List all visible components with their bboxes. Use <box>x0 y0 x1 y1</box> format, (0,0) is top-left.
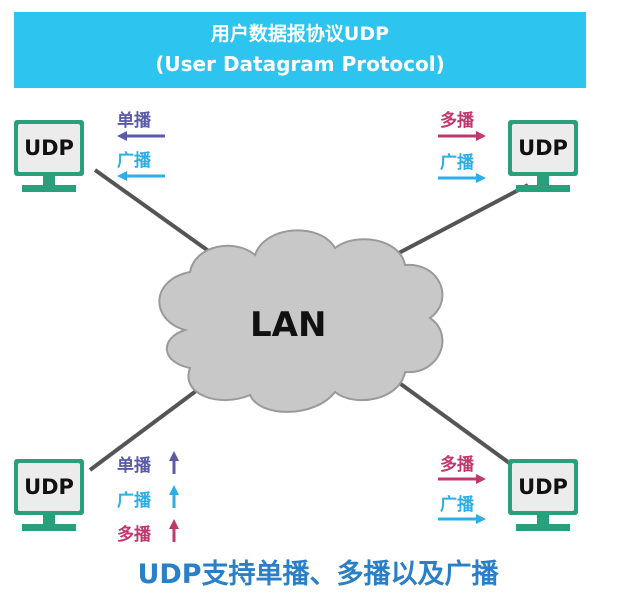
monitor-icon: UDP <box>14 459 84 515</box>
link-top-right <box>394 183 529 257</box>
monitor-icon: UDP <box>508 459 578 515</box>
lan-label: LAN <box>250 305 327 345</box>
host-top-left: UDP <box>14 120 94 210</box>
arrow-multicast-bottom-right <box>438 474 486 484</box>
lan-cloud <box>158 229 444 413</box>
monitor-icon: UDP <box>14 120 84 176</box>
label-multicast-bottom-right: 多播 <box>440 455 474 475</box>
title-banner: 用户数据报协议UDP (User Datagram Protocol) <box>14 12 586 88</box>
host-bottom-left: UDP <box>14 459 94 549</box>
label-broadcast-bottom-left: 广播 <box>117 491 151 511</box>
arrow-broadcast-bottom-right <box>438 514 486 524</box>
arrow-broadcast-top-left <box>117 171 165 181</box>
label-multicast-bottom-left: 多播 <box>117 525 151 545</box>
arrow-unicast-top-left <box>117 131 165 141</box>
arrow-multicast-bottom-left <box>169 519 179 542</box>
arrow-broadcast-top-right <box>438 173 486 183</box>
host-top-right: UDP <box>508 120 588 210</box>
monitor-icon: UDP <box>508 120 578 176</box>
label-broadcast-top-left: 广播 <box>117 151 151 171</box>
arrow-multicast-top-right <box>438 131 486 141</box>
arrow-unicast-bottom-left <box>169 451 179 474</box>
label-broadcast-top-right: 广播 <box>440 153 474 173</box>
label-multicast-top-right: 多播 <box>440 111 474 131</box>
arrow-broadcast-bottom-left <box>169 485 179 508</box>
label-unicast-bottom-left: 单播 <box>117 456 151 476</box>
host-bottom-right: UDP <box>508 459 588 549</box>
label-broadcast-bottom-right: 广播 <box>440 495 474 515</box>
footer-caption: UDP支持单播、多播以及广播 <box>137 559 499 590</box>
title-english: (User Datagram Protocol) <box>155 52 445 76</box>
title-chinese: 用户数据报协议UDP <box>210 23 390 45</box>
link-bottom-left <box>88 386 202 472</box>
label-unicast-top-left: 单播 <box>117 111 151 131</box>
